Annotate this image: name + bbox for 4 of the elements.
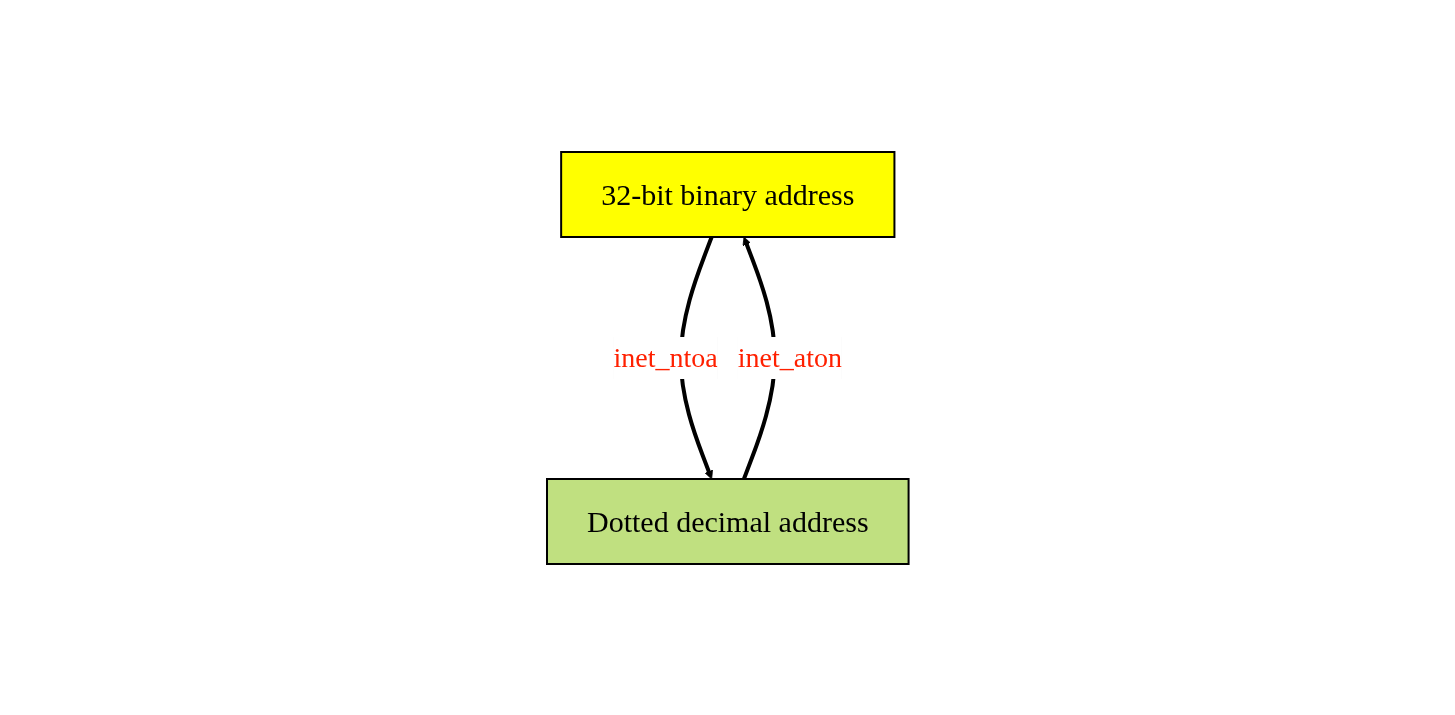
node-box: 32-bit binary address [559, 150, 896, 238]
node-box: Dotted decimal address [545, 477, 910, 565]
edge-label: inet_ntoa [613, 341, 718, 373]
edge-label: inet_aton [737, 341, 842, 373]
